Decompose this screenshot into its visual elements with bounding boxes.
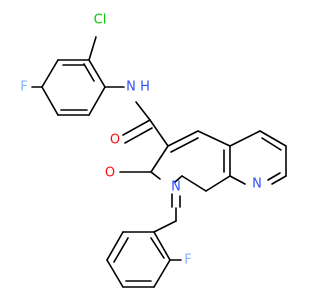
atom-labels: Cl F N H O O N N F: [20, 13, 262, 268]
pyridine-nitrogen-label: N: [252, 177, 262, 192]
amide-oxygen-label: O: [110, 133, 120, 148]
fluorine-atom-label: F: [184, 253, 191, 268]
fluorine-atom-label: F: [20, 80, 27, 95]
ring-carbonyl-oxygen-label: O: [105, 166, 115, 181]
molecule-structure: Cl F N H O O N N F: [20, 13, 287, 288]
chlorine-atom-label: Cl: [94, 13, 107, 28]
amide-nitrogen-label: N: [126, 80, 136, 95]
bond-lines: [31, 36, 287, 288]
ring-nitrogen-label: N: [171, 180, 181, 195]
amide-hydrogen-label: H: [140, 80, 150, 95]
